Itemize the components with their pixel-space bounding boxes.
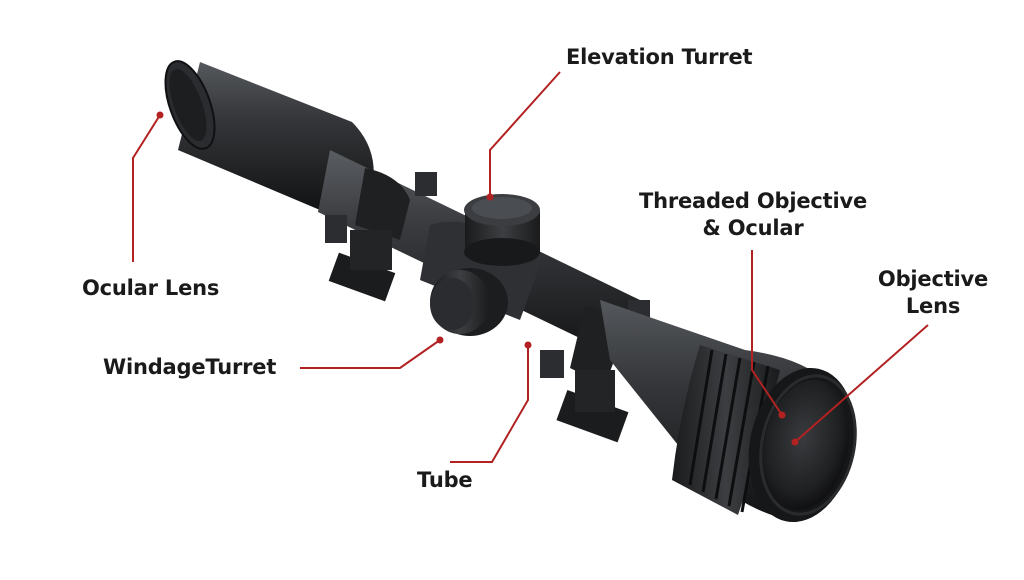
leader-tube xyxy=(450,345,529,463)
rear-scope-ring xyxy=(325,168,437,302)
windage-turret-label: WindageTurret xyxy=(103,355,277,379)
ocular-bell xyxy=(164,60,374,210)
objective-bell xyxy=(600,300,857,523)
leader-elevation-turret xyxy=(489,71,561,195)
leader-objective-lens xyxy=(794,324,929,443)
threaded-objective-label: Threaded Objective & Ocular xyxy=(628,188,878,242)
leader-windage-turret xyxy=(300,339,441,369)
objective-lens-label: Objective Lens xyxy=(868,266,998,320)
tube-label: Tube xyxy=(417,468,473,492)
leader-lines xyxy=(132,71,929,463)
elevation-turret-label: Elevation Turret xyxy=(566,45,753,69)
leader-dots xyxy=(156,111,799,446)
ocular-lens-label: Ocular Lens xyxy=(82,276,220,300)
threaded-objective-label-line1: Threaded Objective xyxy=(638,189,867,213)
objective-lens-label-line2: Lens xyxy=(905,294,961,318)
leader-ocular-lens xyxy=(132,114,161,262)
objective-lens-label-line1: Objective xyxy=(877,267,989,291)
leader-threaded-objective xyxy=(751,250,783,416)
windage-turret xyxy=(430,268,508,336)
threaded-objective-label-line2: & Ocular xyxy=(702,216,804,240)
elevation-turret xyxy=(464,194,540,266)
